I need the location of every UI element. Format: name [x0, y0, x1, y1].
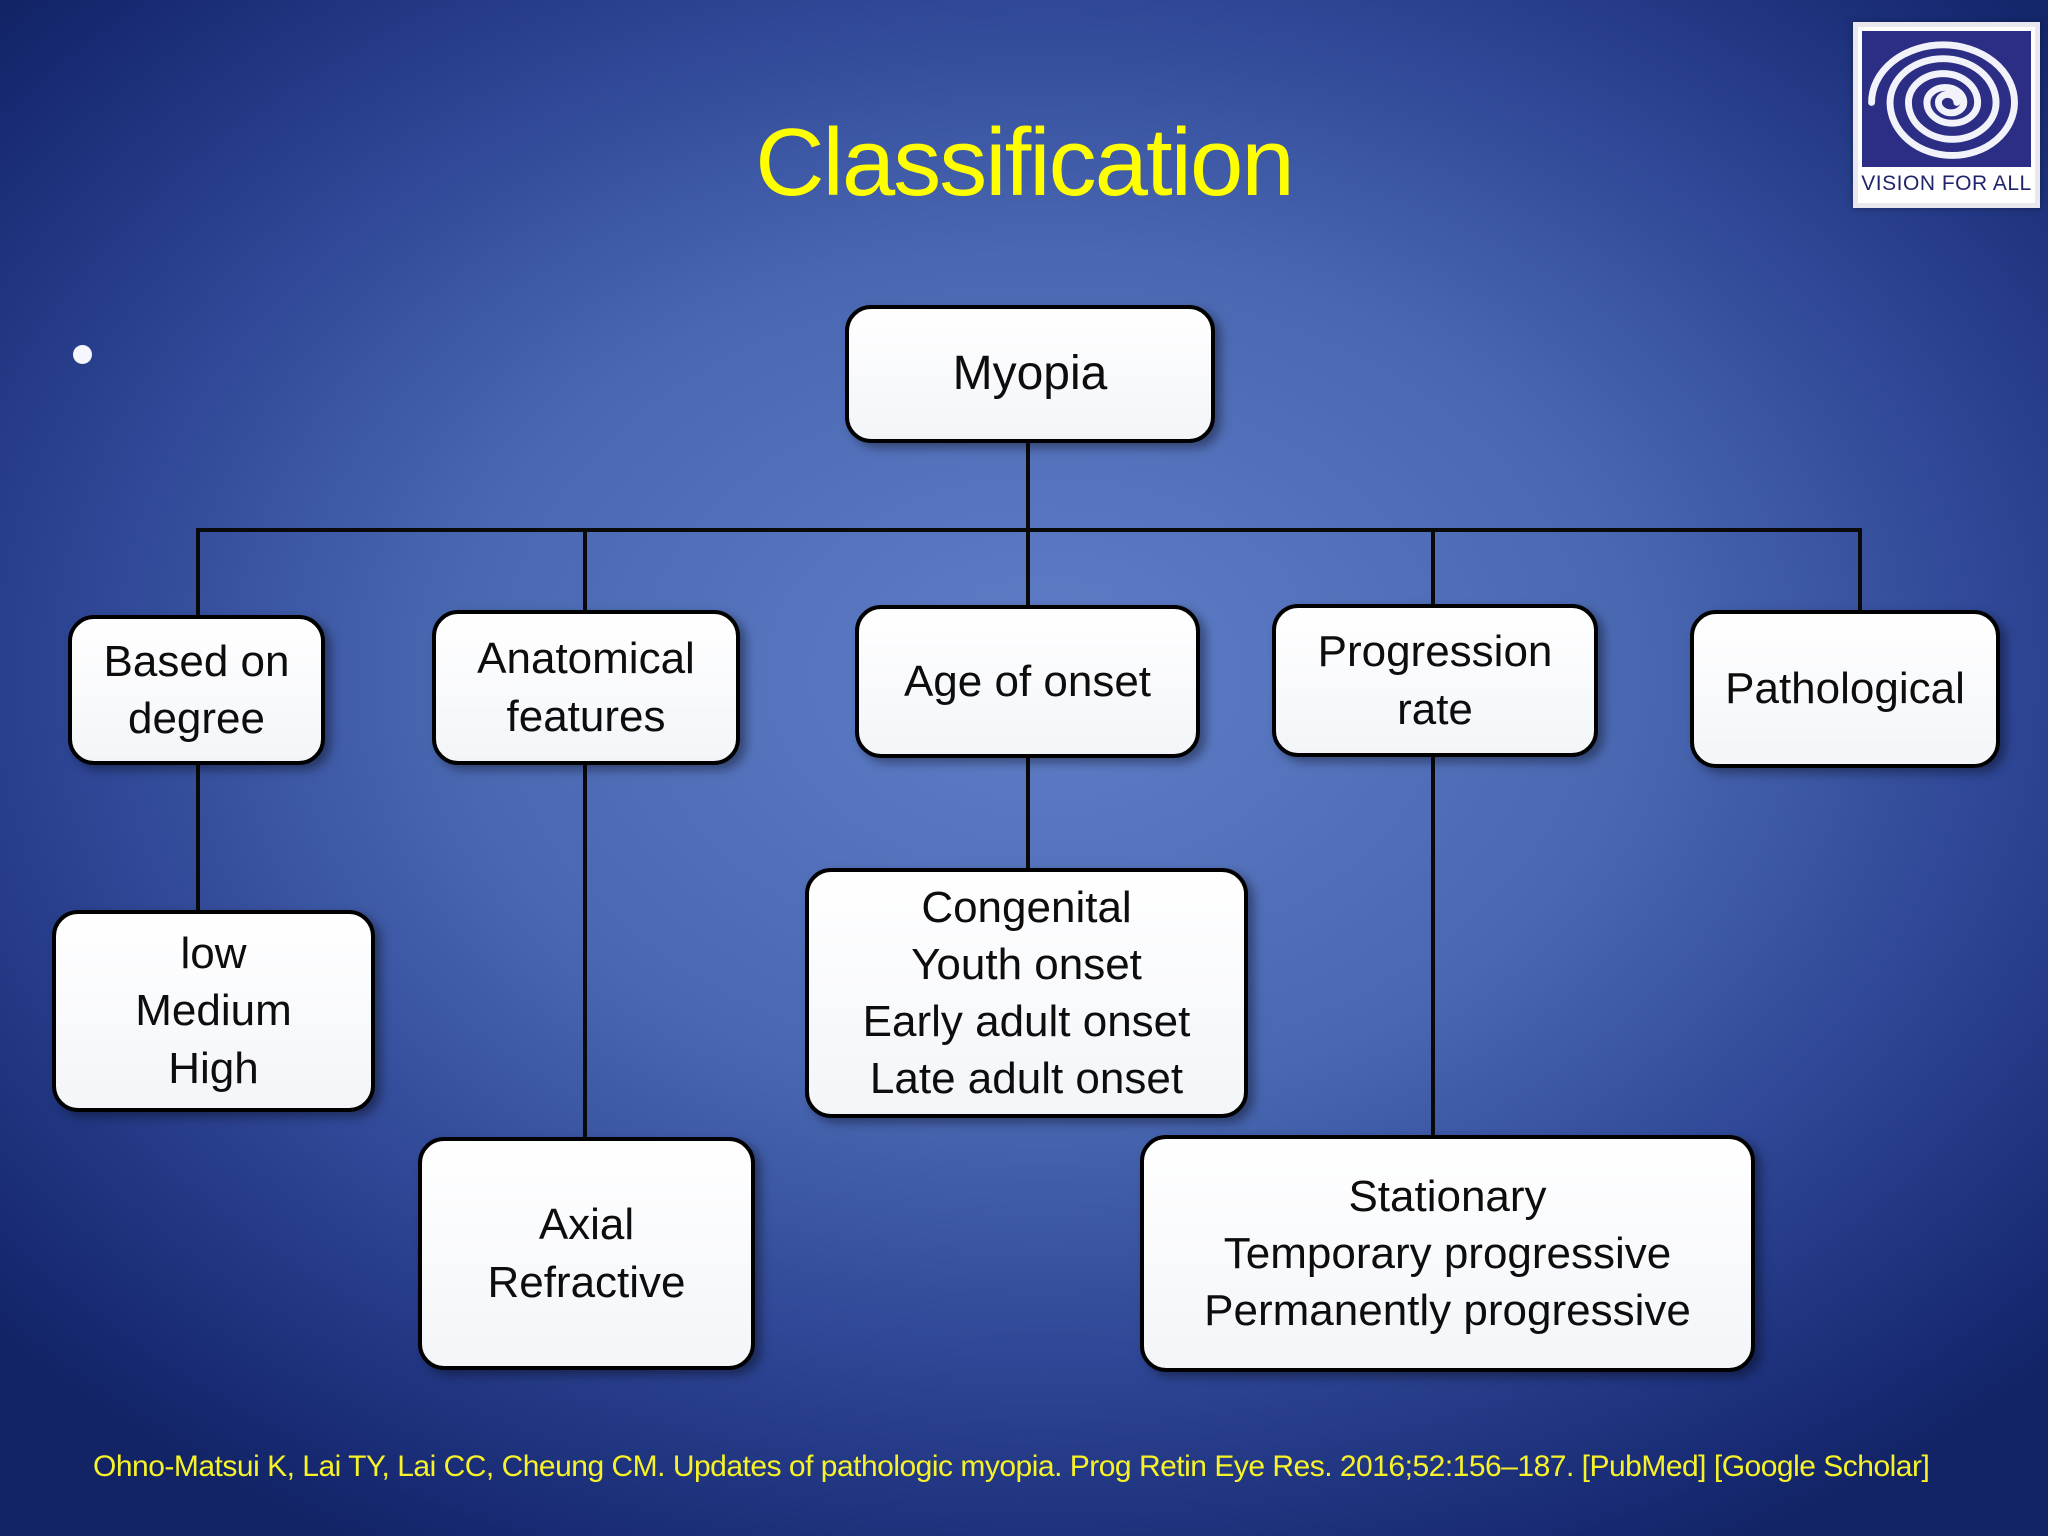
node-label-line: Refractive [487, 1257, 686, 1307]
diagram-node-age-of-onset: Age of onset [855, 605, 1200, 758]
node-label-line: Youth onset [911, 939, 1142, 989]
diagram-node-age-of-onset-types: Congenital Youth onset Early adult onset… [805, 868, 1248, 1118]
node-label-line: features [506, 691, 666, 741]
node-label-line: Based on [103, 636, 290, 686]
node-label-line: Pathological [1725, 664, 1965, 714]
connector-drop-degree [196, 528, 200, 617]
diagram-node-low-medium-high: low Medium High [52, 910, 375, 1112]
slide-title: Classification [755, 109, 1295, 216]
node-label-line: Early adult onset [862, 997, 1191, 1046]
node-label-line: Myopia [952, 346, 1108, 400]
vision-for-all-logo: VISION FOR ALL [1853, 22, 2040, 208]
connector-root-down [1026, 443, 1030, 532]
node-label-line: High [168, 1043, 259, 1093]
reference-citation: Ohno-Matsui K, Lai TY, Lai CC, Cheung CM… [93, 1450, 1930, 1483]
node-label-line: Permanently progressive [1204, 1286, 1691, 1336]
node-label-line: Congenital [921, 882, 1132, 932]
node-label-line: low [180, 929, 247, 979]
node-label-line: degree [127, 694, 265, 743]
node-label-line: Late adult onset [869, 1054, 1184, 1104]
node-label-line: rate [1397, 684, 1473, 734]
connector-degree-to-leaf [196, 763, 200, 912]
connector-age-to-leaf [1026, 756, 1030, 870]
node-label-line: Anatomical [477, 634, 695, 684]
connector-drop-progression [1431, 528, 1435, 606]
node-label-line: Age of onset [903, 656, 1152, 706]
diagram-node-axial-refractive: Axial Refractive [418, 1137, 755, 1370]
connector-anatomical-to-leaf [583, 763, 587, 1139]
diagram-node-pathological: Pathological [1690, 610, 2000, 768]
diagram-node-myopia: Myopia [845, 305, 1215, 443]
node-label-line: Axial [538, 1200, 635, 1250]
spiral-eye-icon [1862, 31, 2031, 167]
diagram-node-progression-types: Stationary Temporary progressive Permane… [1140, 1135, 1755, 1372]
node-label-line: Stationary [1348, 1171, 1547, 1221]
bullet-dot [73, 345, 92, 364]
connector-drop-pathological [1858, 528, 1862, 612]
node-label-line: Progression [1317, 627, 1553, 677]
node-label-line: Medium [135, 986, 292, 1036]
logo-caption: VISION FOR ALL [1858, 167, 2035, 201]
connector-drop-age [1026, 528, 1030, 607]
diagram-node-progression-rate: Progression rate [1272, 604, 1598, 757]
diagram-node-based-on-degree: Based on degree [68, 615, 325, 765]
connector-drop-anatomical [583, 528, 587, 612]
diagram-node-anatomical-features: Anatomical features [432, 610, 740, 765]
connector-progression-to-leaf [1431, 755, 1435, 1137]
node-label-line: Temporary progressive [1223, 1228, 1672, 1278]
